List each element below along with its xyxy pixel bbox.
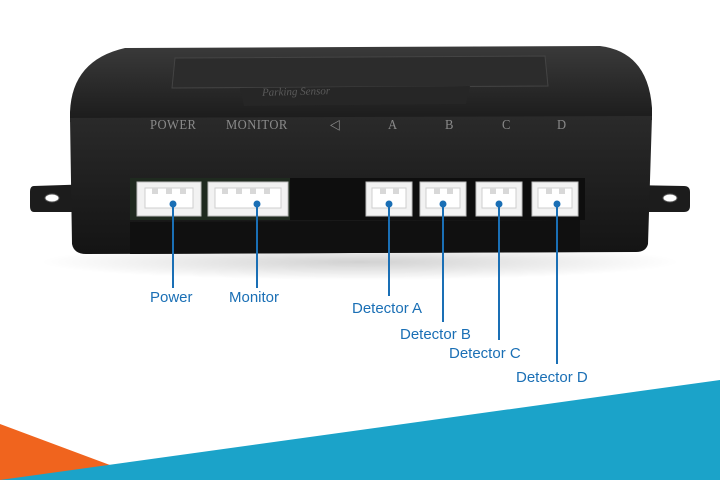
speaker-icon: ◁ [330, 118, 341, 133]
power-connector [136, 181, 202, 217]
monitor-connector [207, 181, 289, 217]
callout-power: Power [150, 289, 193, 306]
device-top-text: Parking Sensor [261, 85, 331, 99]
panel-label-power: POWER [150, 118, 197, 133]
panel-label-c: C [502, 118, 511, 133]
panel-label-d: D [557, 118, 567, 133]
callout-detector-a: Detector A [352, 300, 423, 317]
callout-monitor: Monitor [229, 289, 280, 306]
top-plate [171, 55, 549, 89]
leader-power [169, 200, 177, 288]
panel-label-a: A [388, 118, 398, 133]
bottom-lip [130, 220, 580, 254]
leader-detector-b [439, 200, 447, 322]
leader-detector-a [385, 200, 393, 296]
detector-d-connector [531, 181, 579, 217]
leader-detector-c [495, 200, 503, 340]
teal-band [0, 380, 720, 480]
label-recess [240, 86, 470, 106]
panel-label-monitor: MONITOR [226, 118, 288, 133]
leader-detector-d [553, 200, 561, 364]
panel-label-b: B [445, 118, 454, 133]
leader-monitor [253, 200, 261, 288]
callout-detector-b: Detector B [400, 326, 471, 343]
callout-detector-c: Detector C [449, 345, 521, 362]
callout-detector-d: Detector D [516, 369, 588, 386]
